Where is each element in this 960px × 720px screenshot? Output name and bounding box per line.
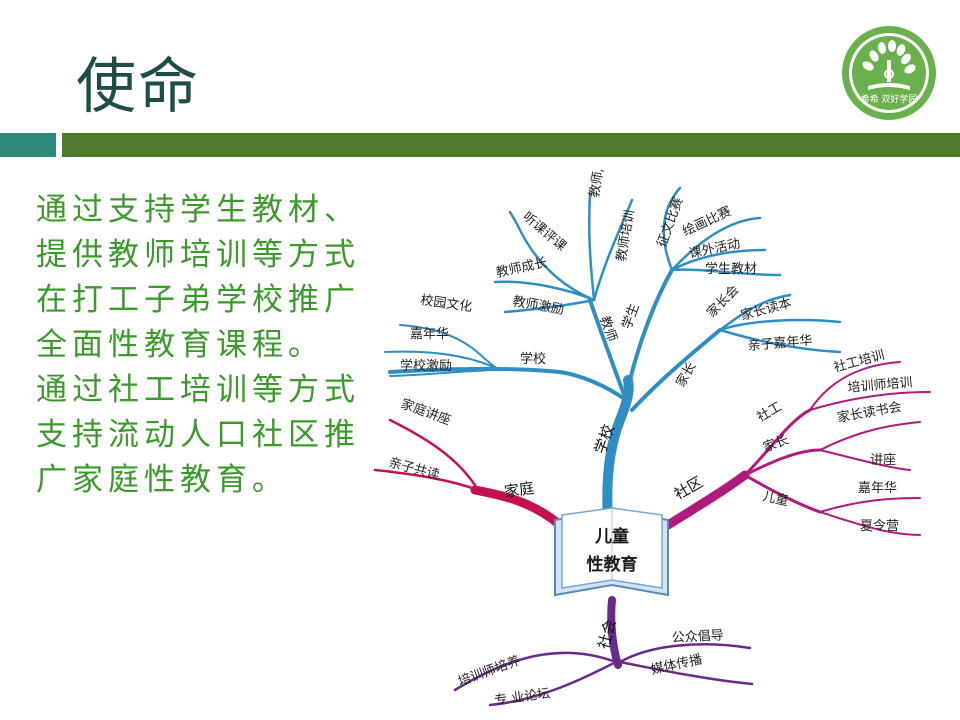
student-item: 征文比赛 bbox=[654, 195, 687, 249]
child-item: 嘉年华 bbox=[858, 481, 897, 496]
society-item: 媒体传播 bbox=[650, 652, 704, 677]
paragraph-1: 通过支持学生教材、提供教师培训等方式在打工子弟学校推广全面性教育课程。 bbox=[36, 192, 360, 363]
teacher-item: 教师用书 bbox=[586, 170, 611, 199]
school-item: 校园文化 bbox=[419, 292, 473, 315]
teacher-item: 听课评课 bbox=[519, 210, 568, 255]
teacher-item: 教师激励 bbox=[511, 293, 565, 318]
society-item: 专 业论坛 bbox=[493, 686, 551, 709]
student-item: 绘画比赛 bbox=[680, 203, 734, 239]
parent-item: 家长会 bbox=[704, 282, 743, 321]
sub-parent-community-label: 家长 bbox=[761, 432, 791, 456]
center-book-icon bbox=[554, 507, 669, 597]
community-parent-item: 讲座 bbox=[870, 453, 896, 468]
tree-logo-icon: 希希 双好学园 bbox=[842, 26, 936, 120]
sub-teacher-label: 教师 bbox=[596, 314, 620, 344]
community-parent-item: 家长读书会 bbox=[836, 399, 903, 426]
social-item: 培训师培训 bbox=[847, 374, 913, 396]
center-line-1: 儿童 bbox=[594, 526, 629, 547]
sub-child-label: 儿童 bbox=[761, 488, 790, 509]
child-item: 夏令营 bbox=[860, 519, 899, 534]
accent-bar-left bbox=[0, 133, 56, 157]
sub-student-label: 学生 bbox=[619, 301, 643, 331]
mind-map: 儿童 性教育 学校 学校 校园文化 嘉年华 学校激励 教师 听课评课 教师用书 … bbox=[373, 170, 931, 709]
branch-community-label: 社区 bbox=[671, 473, 706, 504]
society-item: 公众倡导 bbox=[671, 628, 724, 646]
student-item: 课外活动 bbox=[688, 236, 742, 261]
center-line-2: 性教育 bbox=[587, 554, 638, 575]
branch-family-label: 家庭 bbox=[503, 479, 535, 501]
teacher-item: 教师成长 bbox=[495, 254, 549, 280]
sub-social-label: 社工 bbox=[754, 399, 785, 426]
sub-school-label: 学校 bbox=[520, 351, 546, 367]
parent-item: 亲子嘉年华 bbox=[747, 333, 813, 354]
accent-bar-right bbox=[62, 133, 960, 157]
society-item: 培训师培养 bbox=[456, 652, 523, 689]
sub-parent-label: 家长 bbox=[673, 359, 700, 390]
logo-text: 希希 双好学园 bbox=[861, 93, 918, 105]
family-item: 家庭讲座 bbox=[399, 396, 453, 429]
paragraph-2: 通过社工培训等方式支持流动人口社区推广家庭性教育。 bbox=[36, 372, 360, 498]
school-item: 学校激励 bbox=[400, 358, 452, 374]
student-item: 学生教材 bbox=[705, 261, 757, 277]
body-text: 通过支持学生教材、提供教师培训等方式在打工子弟学校推广全面性教育课程。 通过社工… bbox=[36, 188, 381, 503]
family-item: 亲子共读 bbox=[387, 455, 441, 483]
slide-title: 使命 bbox=[76, 52, 200, 122]
school-item: 嘉年华 bbox=[410, 327, 449, 342]
